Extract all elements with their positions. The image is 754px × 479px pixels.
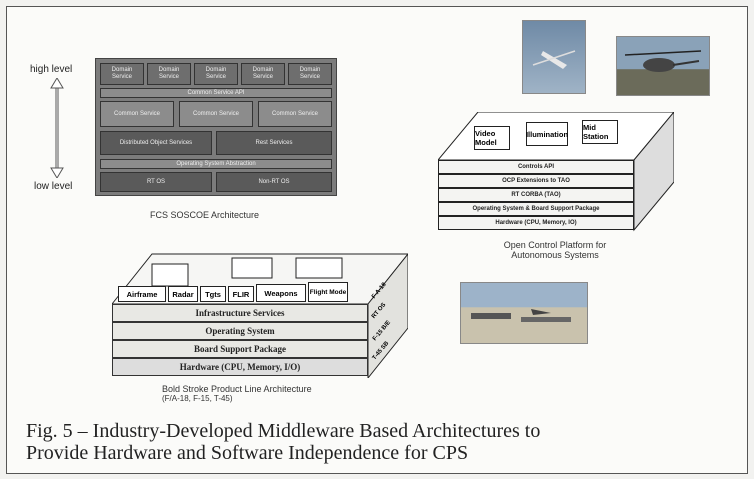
level-arrow bbox=[50, 78, 64, 178]
domain-service-box: Domain Service bbox=[147, 63, 191, 85]
bold-stroke-caption-line2: (F/A-18, F-15, T-45) bbox=[162, 394, 233, 403]
app-box-flir: FLIR bbox=[228, 286, 254, 302]
bold-stroke-caption: Bold Stroke Product Line Architecture (F… bbox=[162, 384, 312, 403]
common-service-box: Common Service bbox=[100, 101, 174, 127]
ocp-caption-line2: Autonomous Systems bbox=[511, 250, 599, 260]
non-rt-os-box: Non-RT OS bbox=[216, 172, 332, 192]
ocp-layer: Operating System & Board Support Package bbox=[438, 202, 634, 216]
figure-caption: Fig. 5 – Industry-Developed Middleware B… bbox=[26, 420, 540, 465]
fcs-caption: FCS SOSCOE Architecture bbox=[150, 210, 260, 220]
common-service-box: Common Service bbox=[258, 101, 332, 127]
bold-stroke-layer: Operating System bbox=[112, 322, 368, 340]
low-level-label: low level bbox=[34, 181, 73, 192]
rt-os-box: RT OS bbox=[100, 172, 212, 192]
ocp-caption-line1: Open Control Platform for bbox=[503, 240, 607, 250]
ocp-layer: RT CORBA (TAO) bbox=[438, 188, 634, 202]
bold-stroke-stack: Airframe Radar Tgts FLIR Weapons Flight … bbox=[112, 244, 408, 378]
fcs-architecture: Domain Service Domain Service Domain Ser… bbox=[95, 58, 337, 196]
os-abstraction: Operating System Abstraction bbox=[100, 159, 332, 169]
bold-stroke-caption-line1: Bold Stroke Product Line Architecture bbox=[162, 384, 312, 394]
app-box-tgts: Tgts bbox=[200, 286, 226, 302]
high-level-label: high level bbox=[30, 64, 73, 75]
ocp-stack: Video Model Illumination Mid Station Con… bbox=[438, 112, 674, 232]
common-service-box: Common Service bbox=[179, 101, 253, 127]
app-box-radar: Radar bbox=[168, 286, 198, 302]
common-service-api: Common Service API bbox=[100, 88, 332, 98]
domain-service-box: Domain Service bbox=[194, 63, 238, 85]
ocp-layer: Hardware (CPU, Memory, IO) bbox=[438, 216, 634, 230]
app-box-flight-mode: Flight Mode bbox=[308, 282, 348, 302]
domain-service-box: Domain Service bbox=[288, 63, 332, 85]
uav-photo-small bbox=[522, 20, 586, 94]
bold-stroke-layer: Infrastructure Services bbox=[112, 304, 368, 322]
ocp-component: Illumination bbox=[526, 122, 568, 146]
ocp-layer: OCP Extensions to TAO bbox=[438, 174, 634, 188]
distributed-object-services: Distributed Object Services bbox=[100, 131, 212, 155]
ocp-layer: Controls API bbox=[438, 160, 634, 174]
bold-stroke-layer: Hardware (CPU, Memory, I/O) bbox=[112, 358, 368, 376]
ocp-component: Video Model bbox=[474, 126, 510, 150]
aircraft-carrier-photo bbox=[460, 282, 588, 344]
ocp-component: Mid Station bbox=[582, 120, 618, 144]
figure-caption-line1: Fig. 5 – Industry-Developed Middleware B… bbox=[26, 420, 541, 442]
bold-stroke-layer: Board Support Package bbox=[112, 340, 368, 358]
domain-service-box: Domain Service bbox=[241, 63, 285, 85]
helicopter-photo bbox=[616, 36, 710, 96]
rest-services: Rest Services bbox=[216, 131, 332, 155]
app-box-airframe: Airframe bbox=[118, 286, 166, 302]
ocp-caption: Open Control Platform for Autonomous Sys… bbox=[480, 240, 630, 260]
figure-caption-line2: Provide Hardware and Software Independen… bbox=[26, 442, 469, 465]
domain-service-box: Domain Service bbox=[100, 63, 144, 85]
app-box-weapons: Weapons bbox=[256, 284, 306, 302]
